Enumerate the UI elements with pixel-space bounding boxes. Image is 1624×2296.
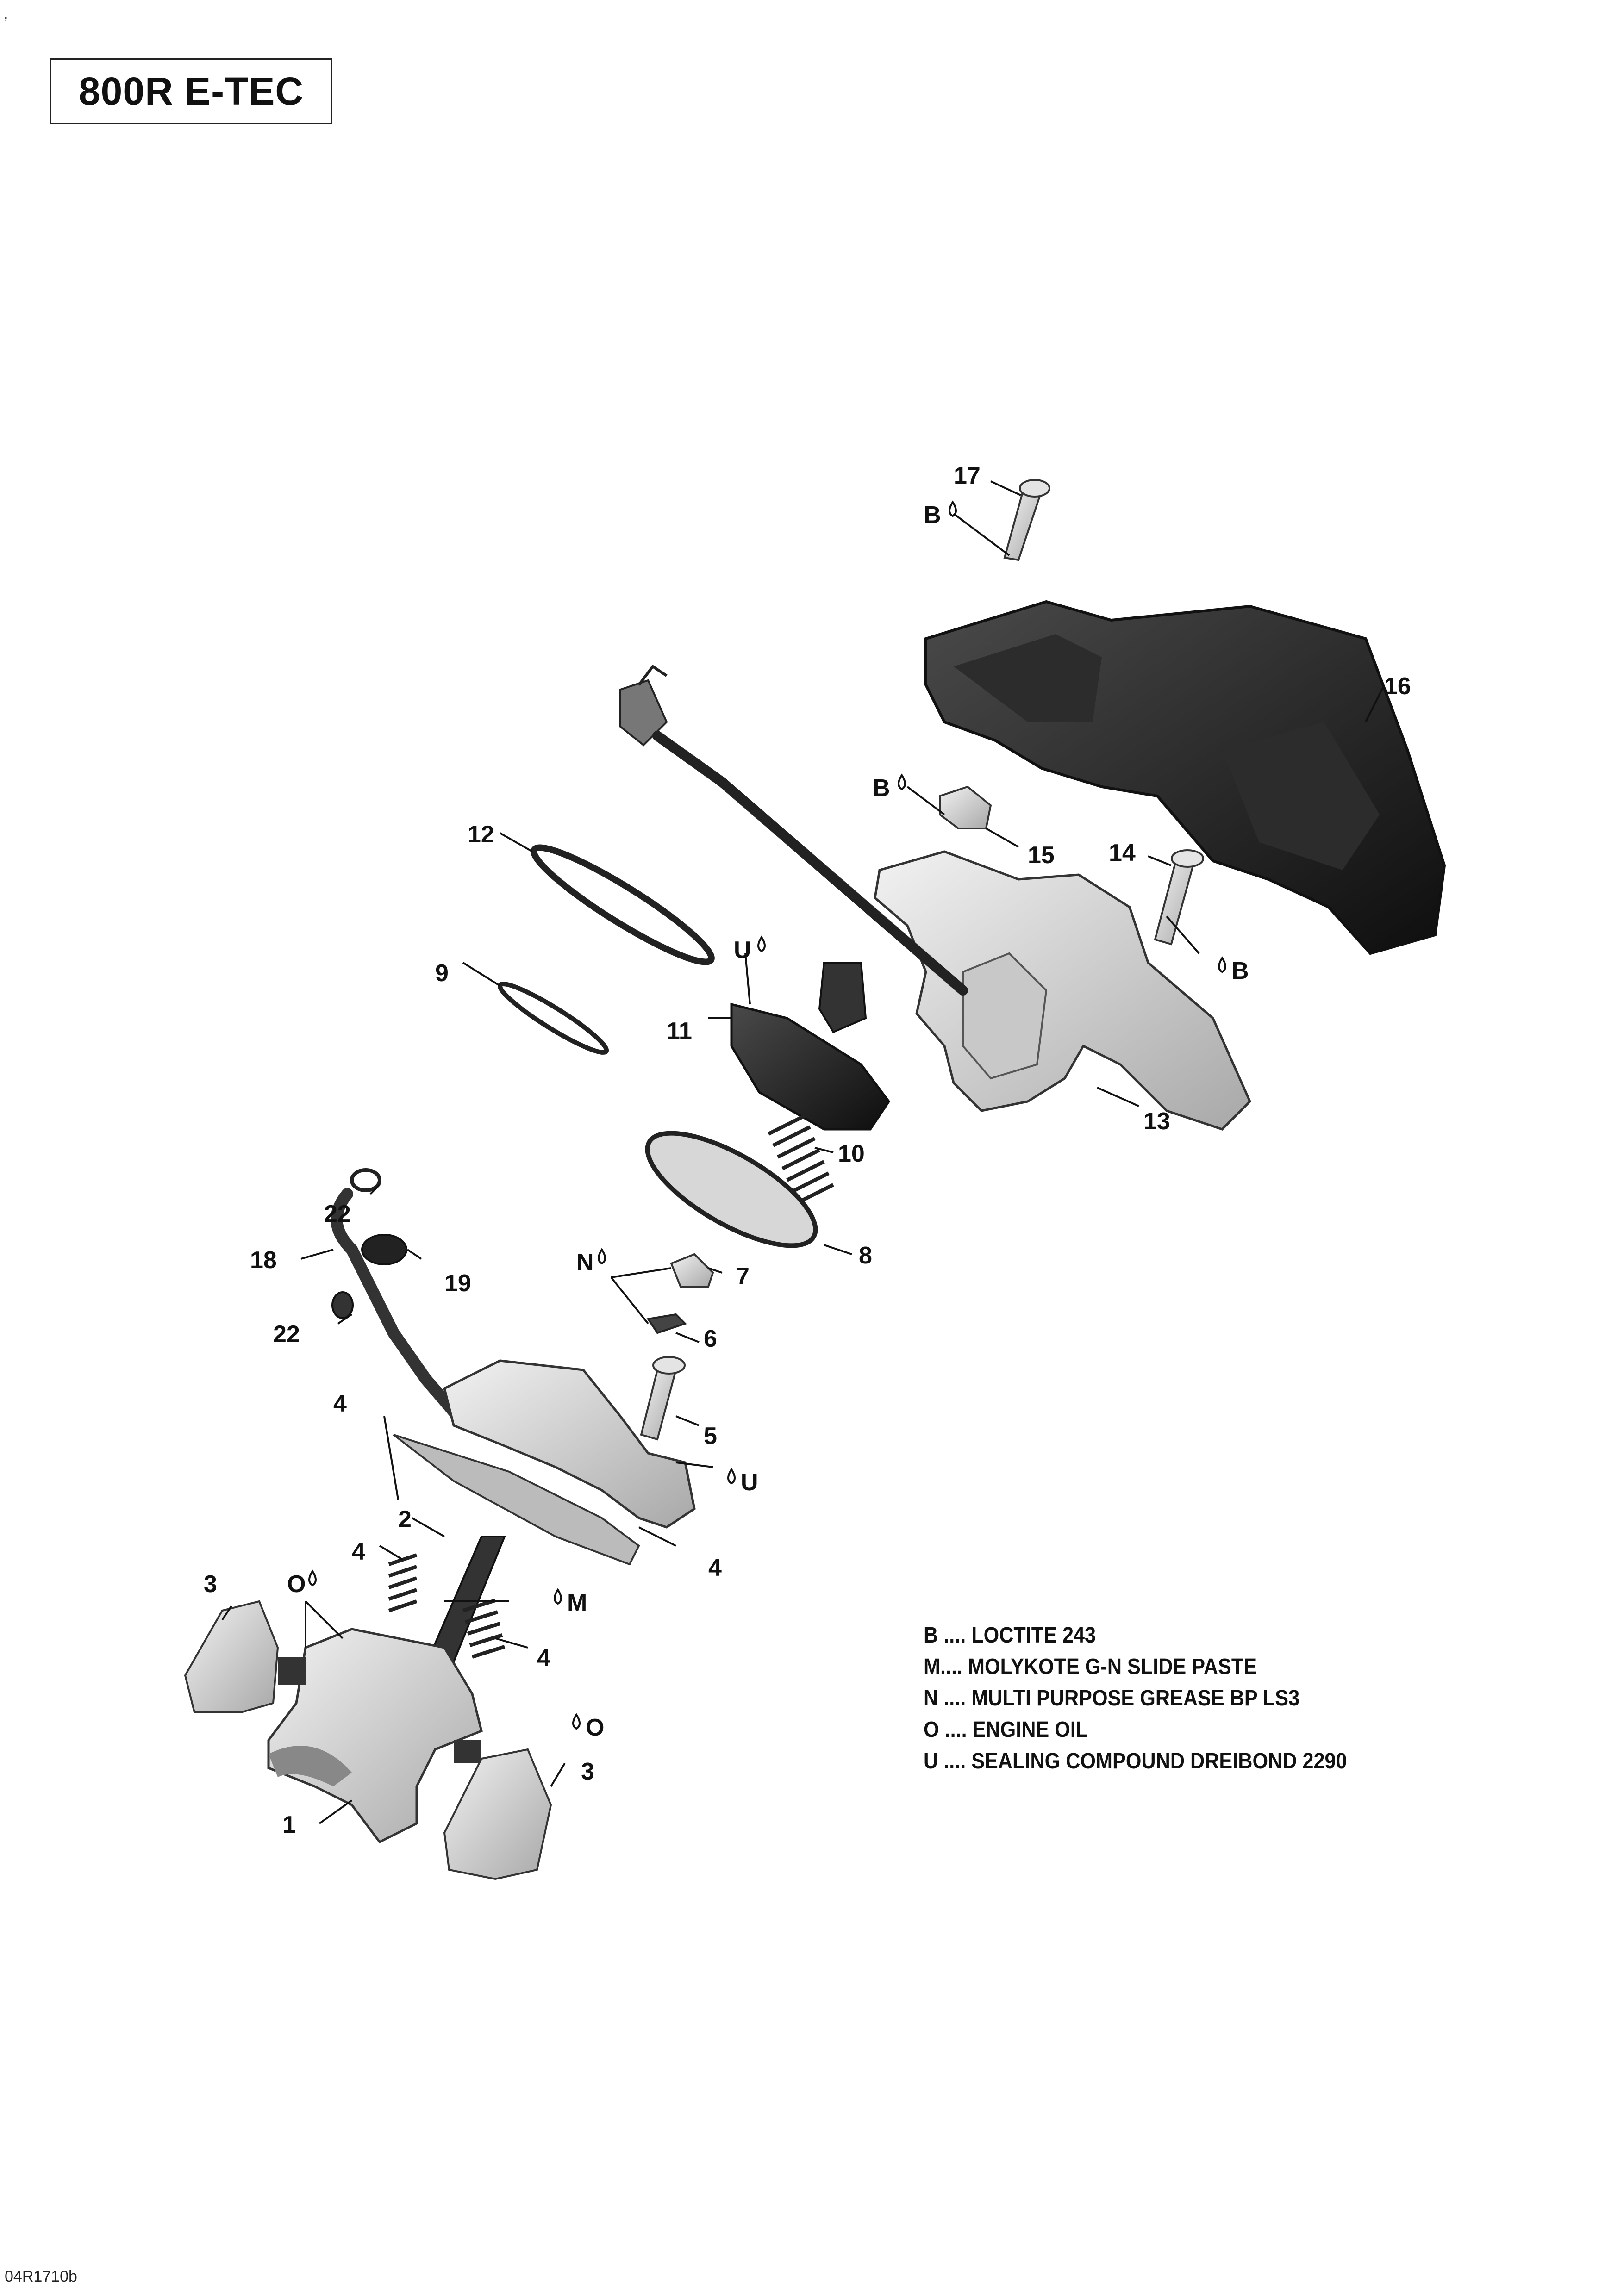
callout-18: 16 (1384, 673, 1411, 700)
product-marks: B B B U N U M O O (287, 502, 1249, 1741)
part-8-pin (646, 1313, 687, 1334)
callout-22-bottom: 22 (273, 1321, 300, 1348)
part-10-cap (645, 1131, 818, 1248)
part-21-fitting (361, 1234, 407, 1265)
part-22-clamp-top (350, 1168, 381, 1192)
callout-22-top: 22 (324, 1201, 351, 1227)
part-12-spring (768, 1114, 834, 1205)
callout-4-right: 4 (537, 1645, 550, 1672)
mark-17-B: B (873, 775, 890, 802)
mark-3-O: O (287, 1571, 306, 1598)
drop-icon (757, 935, 766, 952)
lubricant-legend: B .... LOCTITE 243 M.... MOLYKOTE G-N SL… (924, 1620, 1572, 1777)
callout-1: 1 (282, 1811, 296, 1838)
part-18-cover (924, 600, 1446, 955)
mark-6-U: U (741, 1469, 758, 1496)
drop-icon (727, 1468, 736, 1485)
legend-row-n: N .... MULTI PURPOSE GREASE BP LS3 (924, 1686, 1300, 1711)
callout-20: 18 (250, 1247, 277, 1274)
part-7-bolt (640, 1356, 686, 1441)
drop-icons (308, 500, 1226, 1730)
part-16-bolt (1154, 849, 1204, 946)
reference-code: 04R1710b (5, 2268, 77, 2285)
callout-5: 4 (333, 1390, 347, 1417)
model-title-box: 800R E-TEC (50, 58, 332, 124)
callout-8: 6 (704, 1325, 717, 1352)
callout-4-left: 4 (352, 1538, 365, 1565)
part-19-bolt (1003, 479, 1050, 561)
mark-9-N: N (576, 1249, 594, 1276)
callout-16: 14 (1109, 840, 1136, 866)
part-22-clamp-bottom (331, 1291, 354, 1319)
sensor-cable (619, 664, 968, 996)
part-17-block (939, 785, 992, 829)
part-13-diaphragm (730, 962, 891, 1131)
part-11-ring (497, 982, 609, 1055)
callout-7: 5 (704, 1423, 717, 1450)
model-title: 800R E-TEC (78, 69, 304, 113)
part-5-gasket (393, 1434, 640, 1566)
drop-icon (898, 773, 906, 790)
part-15-bracket (874, 850, 1251, 1131)
leader-lines (221, 480, 1385, 1824)
drop-icon (598, 1248, 606, 1265)
mark-16-B: B (1231, 958, 1249, 984)
legend-row-m: M.... MOLYKOTE G-N SLIDE PASTE (924, 1655, 1257, 1679)
callout-10: 8 (859, 1242, 872, 1269)
mark-19-B: B (924, 502, 941, 529)
part-1-valve-body (267, 1628, 483, 1844)
drop-icon (949, 500, 957, 517)
callout-3-left: 3 (204, 1571, 217, 1598)
callout-17: 15 (1028, 842, 1055, 869)
legend-row-b: B .... LOCTITE 243 (924, 1623, 1096, 1648)
mark-2-M: M (567, 1589, 587, 1616)
part-20-hose (331, 1188, 460, 1418)
part-6-housing (443, 1359, 696, 1529)
legend-row-u: U .... SEALING COMPOUND DREIBOND 2290 (924, 1749, 1347, 1773)
callout-19: 17 (954, 462, 981, 489)
part-3-sleeve-left (184, 1600, 279, 1713)
drop-icon (554, 1588, 562, 1605)
part-3-sleeve-right (443, 1748, 552, 1880)
callout-9: 7 (736, 1263, 750, 1290)
callout-21: 19 (444, 1270, 471, 1297)
callouts: 17 16 15 14 12 9 11 13 10 22 8 7 18 19 6… (204, 462, 1411, 1838)
part-4-spring-left (388, 1553, 418, 1612)
drop-icon (572, 1713, 581, 1730)
drop-icon (308, 1569, 317, 1587)
mark-3b-O: O (586, 1714, 604, 1741)
callout-15: 13 (1143, 1108, 1170, 1135)
corner-mark: , (4, 5, 8, 22)
legend-row-o: O .... ENGINE OIL (924, 1717, 1088, 1742)
callout-3-right: 3 (581, 1758, 594, 1785)
part-4-spring-right (462, 1599, 506, 1659)
callout-12: 10 (838, 1140, 865, 1167)
drop-icon (1218, 956, 1226, 973)
part-14-oring (531, 844, 715, 965)
callout-2: 2 (398, 1506, 412, 1533)
part-9-washer (670, 1253, 714, 1288)
mark-13-U: U (734, 937, 751, 964)
callout-13: 11 (667, 1018, 692, 1045)
callout-11: 9 (435, 960, 449, 987)
callout-6: 4 (708, 1555, 722, 1581)
callout-14: 12 (468, 821, 494, 848)
